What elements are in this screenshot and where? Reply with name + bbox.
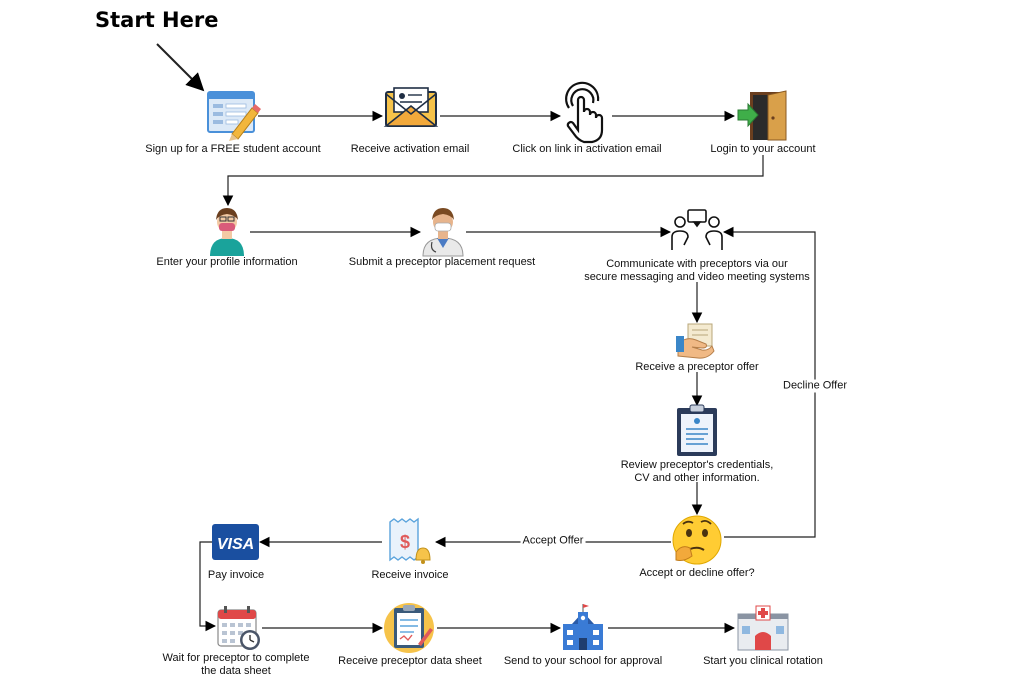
clipboard-cv-icon	[677, 404, 717, 456]
doctor-avatar-icon	[422, 208, 464, 257]
school-building-icon	[563, 604, 603, 650]
hospital-icon	[737, 605, 789, 651]
step-start-rotation-label: Start you clinical rotation	[703, 655, 823, 667]
step-communicate-label: Communicate with preceptors via our secu…	[584, 258, 810, 284]
data-sheet-icon	[384, 603, 434, 653]
step-receive-offer-label: Receive a preceptor offer	[635, 361, 759, 373]
visa-card-icon: VISA	[212, 524, 259, 560]
connectors	[156, 43, 816, 634]
accept-offer-edge-label: Accept Offer	[520, 534, 586, 548]
step-communicate-line1: Communicate with preceptors via our	[606, 258, 788, 270]
step-signup-label: Sign up for a FREE student account	[145, 143, 321, 155]
step-send-school-label: Send to your school for approval	[503, 655, 663, 667]
step-wait-line2: the data sheet	[201, 665, 271, 677]
edge-pay-to-wait	[199, 541, 217, 632]
calendar-clock-icon	[217, 606, 260, 650]
tap-hand-icon	[565, 81, 604, 144]
decline-offer-edge-label: Decline Offer	[781, 379, 849, 393]
step-receive-datasheet-label: Receive preceptor data sheet	[338, 655, 482, 667]
step-placement-request-label: Submit a preceptor placement request	[348, 256, 536, 268]
step-communicate-line2: secure messaging and video meeting syste…	[584, 271, 810, 283]
edge-login-to-profile	[222, 155, 764, 207]
invoice-receipt-icon: $	[389, 517, 431, 564]
step-review-label: Review preceptor's credentials, CV and o…	[621, 459, 774, 485]
svg-text:$: $	[400, 532, 410, 552]
step-accept-decline-label: Accept or decline offer?	[639, 567, 755, 579]
step-profile-label: Enter your profile information	[156, 256, 298, 268]
step-wait-datasheet-label: Wait for preceptor to complete the data …	[163, 652, 310, 678]
step-click-link-label: Click on link in activation email	[512, 143, 662, 155]
door-login-icon	[737, 90, 787, 141]
thinking-face-icon	[672, 515, 722, 565]
envelope-icon	[383, 87, 439, 127]
visa-text: VISA	[217, 536, 254, 553]
step-review-line1: Review preceptor's credentials,	[620, 459, 774, 471]
offer-hand-icon	[676, 323, 715, 359]
step-wait-line1: Wait for preceptor to complete	[162, 652, 310, 664]
start-here-title: Start Here	[95, 8, 219, 32]
form-pencil-icon	[207, 91, 261, 141]
step-login-label: Login to your account	[710, 143, 816, 155]
nurse-avatar-icon	[210, 208, 244, 256]
step-review-line2: CV and other information.	[634, 472, 760, 484]
step-activation-email-label: Receive activation email	[350, 143, 470, 155]
chat-people-icon	[671, 209, 723, 250]
start-pointer-arrow	[156, 43, 205, 92]
step-pay-invoice-label: Pay invoice	[207, 569, 265, 581]
step-receive-invoice-label: Receive invoice	[371, 569, 449, 581]
